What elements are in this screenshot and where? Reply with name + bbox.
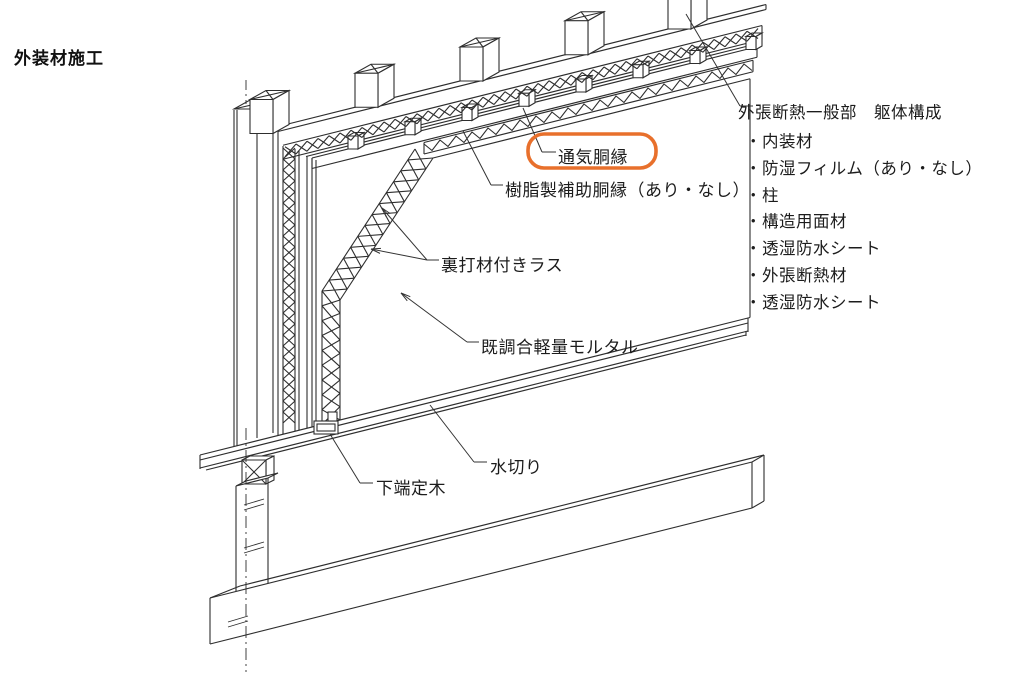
label-ventilation-furring: 通気胴縁 [558,148,628,167]
legend-item: ・内装材 [745,132,813,151]
label-resin-aux-furring: 樹脂製補助胴縁（あり・なし） [505,181,750,200]
legend-heading: 外張断熱一般部 躯体構成 [738,103,942,122]
legend-item: ・防湿フィルム（あり・なし） [745,158,983,178]
label-flashing: 水切り [490,458,543,477]
legend-item: ・柱 [745,185,779,205]
highlight-ellipse [526,132,658,170]
legend-items: ・内装材・防湿フィルム（あり・なし） ・柱・構造用面材・透湿防水シート・外張断熱材… [738,129,982,317]
legend-item: ・外張断熱材 [745,265,847,285]
wall-linework [199,0,767,672]
legend-item: ・透湿防水シート [745,239,881,259]
legend-item: ・構造用面材 [745,212,847,232]
label-bottom-guide: 下端定木 [376,479,446,498]
legend-item: ・透湿防水シート [745,292,881,312]
page-title: 外装材施工 [14,49,104,68]
label-premixed-mortar: 既調合軽量モルタル [481,338,639,357]
legend-block: 外張断熱一般部 躯体構成 ・内装材・防湿フィルム（あり・なし）・柱・構造用面材・… [738,99,982,317]
label-backed-lath: 裏打材付きラス [441,256,564,275]
leader-lines [329,13,753,484]
